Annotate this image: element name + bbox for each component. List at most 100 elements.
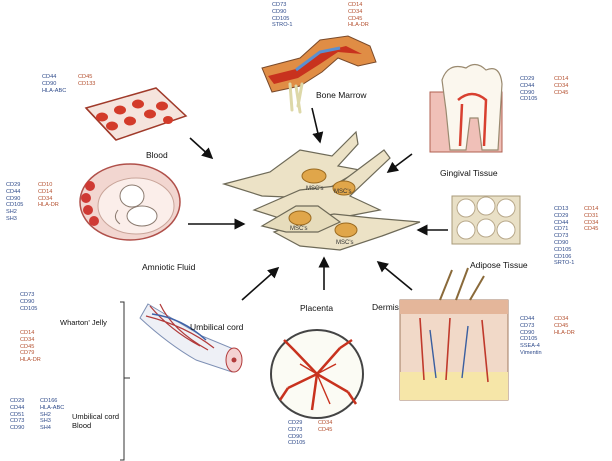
marker-item: CD34 xyxy=(318,420,333,426)
marker-item: CD29 xyxy=(554,212,569,219)
marker-item: CD14 xyxy=(348,2,363,8)
marker-item: HLA-DR xyxy=(20,357,41,364)
marker-item: CD34 xyxy=(20,336,35,343)
marker-item: CD45 xyxy=(78,74,93,80)
cord-blood-label: Umbilical cord Blood xyxy=(72,412,120,430)
marker-item: SH3 xyxy=(40,418,51,425)
marker-item: CD73 xyxy=(20,292,35,298)
marker-item: CD34 xyxy=(554,316,569,322)
placenta-illustration xyxy=(270,329,364,419)
marker-item: CD14 xyxy=(20,330,35,336)
tooth-illustration xyxy=(429,63,503,153)
marker-item: CD45 xyxy=(584,226,599,233)
marker-item: CD29 xyxy=(6,182,21,188)
marker-item: CD166 xyxy=(40,398,58,404)
marker-item: CD90 xyxy=(42,80,57,87)
marker-item: CD90 xyxy=(6,195,21,202)
marker-item: CD14 xyxy=(584,206,599,212)
adipose-label: Adipose Tissue xyxy=(470,260,528,270)
marker-item: CD106 xyxy=(554,253,572,260)
blood-label: Blood xyxy=(146,150,168,160)
marker-item: CD73 xyxy=(10,418,25,425)
marker-item: CD44 xyxy=(42,74,57,80)
marker-item: CD90 xyxy=(272,8,287,15)
amniotic-label: Amniotic Fluid xyxy=(142,262,196,272)
marker-item: HLA-ABC xyxy=(42,87,67,94)
marker-item: CD44 xyxy=(554,219,569,226)
marker-item: CD44 xyxy=(10,404,25,411)
marker-item: CD79 xyxy=(20,350,35,357)
blood-vessel-illustration xyxy=(84,87,188,141)
marker-item: SH3 xyxy=(6,215,17,222)
marker-item: CD34 xyxy=(584,219,599,226)
marker-item: SH2 xyxy=(40,411,51,418)
msc-text: MSC's xyxy=(334,189,351,195)
umbilical-cord-illustration xyxy=(139,303,243,373)
arrows xyxy=(188,107,448,301)
arrow-bone-marrow xyxy=(311,107,324,144)
marker-item: HLA-DR xyxy=(348,22,369,29)
marker-item: HLA-DR xyxy=(554,329,575,336)
marker-item: CD73 xyxy=(520,322,535,329)
dermis-label: Dermis xyxy=(372,302,399,312)
marker-item: HLA-DR xyxy=(38,202,59,209)
nucleus xyxy=(332,180,356,196)
marker-item: CD45 xyxy=(20,343,35,350)
whartons-jelly-label: Wharton' Jelly xyxy=(60,318,107,327)
arrow-dermis xyxy=(376,260,413,291)
adipose-tissue-illustration xyxy=(451,195,521,245)
marker-item: CD45 xyxy=(348,15,363,22)
marker-item: HLA-ABC xyxy=(40,404,65,411)
msc-text: MSC's xyxy=(336,240,353,246)
marker-item: CD90 xyxy=(520,329,535,336)
marker-item: CD105 xyxy=(554,246,572,253)
marker-item: CD90 xyxy=(520,89,535,96)
marker-item: CD14 xyxy=(554,76,569,82)
marker-item: SH4 xyxy=(40,425,51,432)
marker-item: CD29 xyxy=(288,420,303,426)
marker-item: CD29 xyxy=(10,398,25,404)
umbilical-label: Umbilical cord xyxy=(190,322,244,332)
marker-item: CD45 xyxy=(318,426,333,433)
marker-item: CD133 xyxy=(78,80,96,87)
marker-item: SH2 xyxy=(6,209,17,216)
marker-item: CD105 xyxy=(288,440,306,447)
marker-item: CD34 xyxy=(348,8,363,15)
marker-item: CD105 xyxy=(520,336,538,343)
marker-item: CD90 xyxy=(20,298,35,305)
marker-item: CD90 xyxy=(554,239,569,246)
dermis-illustration xyxy=(399,267,509,401)
marker-item: CD51 xyxy=(10,411,25,418)
placenta-label: Placenta xyxy=(300,303,334,313)
arrow-gingival xyxy=(386,153,413,173)
marker-item: CD105 xyxy=(6,202,24,209)
marker-item: CD14 xyxy=(38,188,53,195)
nucleus xyxy=(288,210,312,226)
msc-cells: MSC's MSC's MSC's MSC's xyxy=(221,130,421,251)
marker-item: CD45 xyxy=(554,89,569,96)
marker-item: CD34 xyxy=(38,195,53,202)
arrow-umbilical xyxy=(241,266,280,301)
umbilical-bracket xyxy=(120,301,130,461)
marker-item: CD13 xyxy=(554,206,569,212)
amniotic-sac-illustration xyxy=(79,163,181,241)
marker-item: CD105 xyxy=(520,96,538,103)
msc-text: MSC's xyxy=(290,226,307,232)
marker-item: SSEA-4 xyxy=(520,343,540,350)
